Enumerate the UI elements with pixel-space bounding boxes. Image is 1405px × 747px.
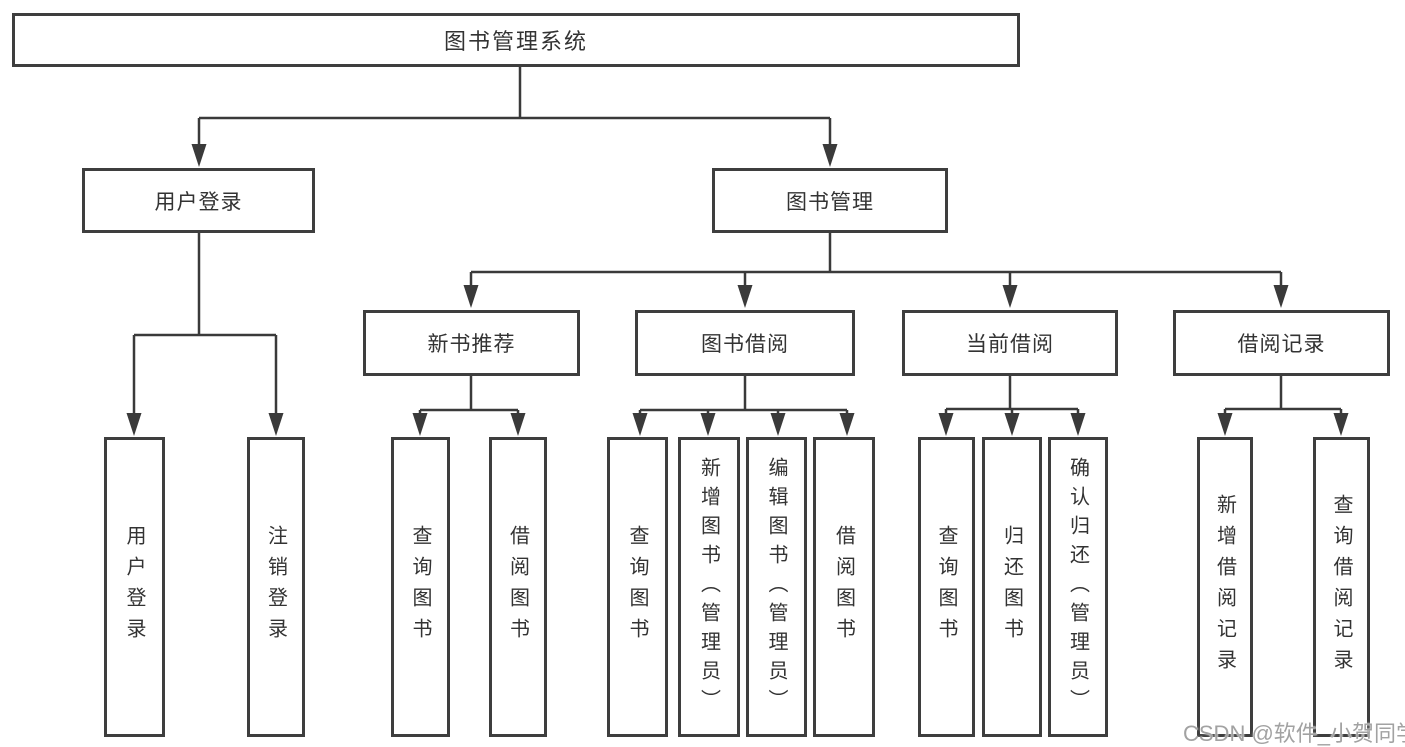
leaf-query-borrow-record-label: 查询借阅记录 bbox=[1330, 494, 1352, 680]
leaf-query-books-current: 查询图书 bbox=[918, 437, 975, 737]
connector-borrow-records-to-leaves bbox=[1223, 376, 1343, 416]
leaf-user-login: 用户登录 bbox=[104, 437, 165, 737]
node-book-management: 图书管理 bbox=[712, 168, 948, 233]
leaf-query-books-current-label: 查询图书 bbox=[935, 525, 957, 649]
csdn-watermark: CSDN @软件_小贺同学 bbox=[1183, 721, 1405, 746]
leaf-return-books-label: 归还图书 bbox=[1000, 525, 1023, 649]
leaf-user-login-label: 用户登录 bbox=[123, 525, 145, 649]
leaf-add-borrow-record-label: 新增借阅记录 bbox=[1213, 494, 1236, 680]
leaf-borrow-books-label: 借阅图书 bbox=[832, 525, 855, 649]
node-borrow-records: 借阅记录 bbox=[1173, 310, 1390, 376]
leaf-borrow-books: 借阅图书 bbox=[813, 437, 875, 737]
leaf-borrow-books-recommend-label: 借阅图书 bbox=[506, 525, 529, 649]
leaf-edit-books-admin: 编辑图书（管理员） bbox=[746, 437, 807, 737]
leaf-add-books-admin-label: 新增图书（管理员） bbox=[697, 456, 720, 718]
leaf-logout-label: 注销登录 bbox=[264, 525, 287, 649]
node-borrow-records-label: 借阅记录 bbox=[1237, 333, 1326, 356]
leaf-query-books-borrow-label: 查询图书 bbox=[626, 525, 648, 649]
leaf-edit-books-admin-label: 编辑图书（管理员） bbox=[765, 456, 787, 718]
node-user-login-label: 用户登录 bbox=[154, 190, 243, 214]
leaf-return-books: 归还图书 bbox=[982, 437, 1042, 737]
node-new-book-recommend: 新书推荐 bbox=[363, 310, 580, 376]
node-root-library-system: 图书管理系统 bbox=[12, 13, 1020, 67]
leaf-query-borrow-record: 查询借阅记录 bbox=[1313, 437, 1370, 737]
node-current-borrow-label: 当前借阅 bbox=[966, 333, 1054, 356]
connector-book-management-to-level3 bbox=[469, 233, 1283, 287]
node-current-borrow: 当前借阅 bbox=[902, 310, 1118, 376]
leaf-borrow-books-recommend: 借阅图书 bbox=[489, 437, 547, 737]
connector-new-book-to-leaves bbox=[418, 376, 520, 416]
node-book-borrow-label: 图书借阅 bbox=[701, 333, 789, 356]
node-new-book-recommend-label: 新书推荐 bbox=[427, 333, 516, 356]
leaf-logout: 注销登录 bbox=[247, 437, 305, 737]
connector-user-login-to-leaves bbox=[132, 233, 278, 415]
connector-book-borrow-to-leaves bbox=[638, 376, 849, 416]
leaf-add-books-admin: 新增图书（管理员） bbox=[678, 437, 740, 737]
node-user-login: 用户登录 bbox=[82, 168, 315, 233]
leaf-confirm-return-admin-label: 确认归还（管理员） bbox=[1066, 456, 1089, 718]
node-book-management-label: 图书管理 bbox=[786, 190, 874, 214]
leaf-query-books-borrow: 查询图书 bbox=[607, 437, 668, 737]
connector-current-borrow-to-leaves bbox=[944, 376, 1080, 416]
node-root-label: 图书管理系统 bbox=[443, 29, 588, 54]
leaf-query-books-recommend: 查询图书 bbox=[391, 437, 450, 737]
leaf-add-borrow-record: 新增借阅记录 bbox=[1197, 437, 1253, 737]
connector-root-to-level2 bbox=[197, 67, 832, 146]
node-book-borrow: 图书借阅 bbox=[635, 310, 855, 376]
leaf-confirm-return-admin: 确认归还（管理员） bbox=[1048, 437, 1108, 737]
leaf-query-books-recommend-label: 查询图书 bbox=[409, 525, 431, 649]
